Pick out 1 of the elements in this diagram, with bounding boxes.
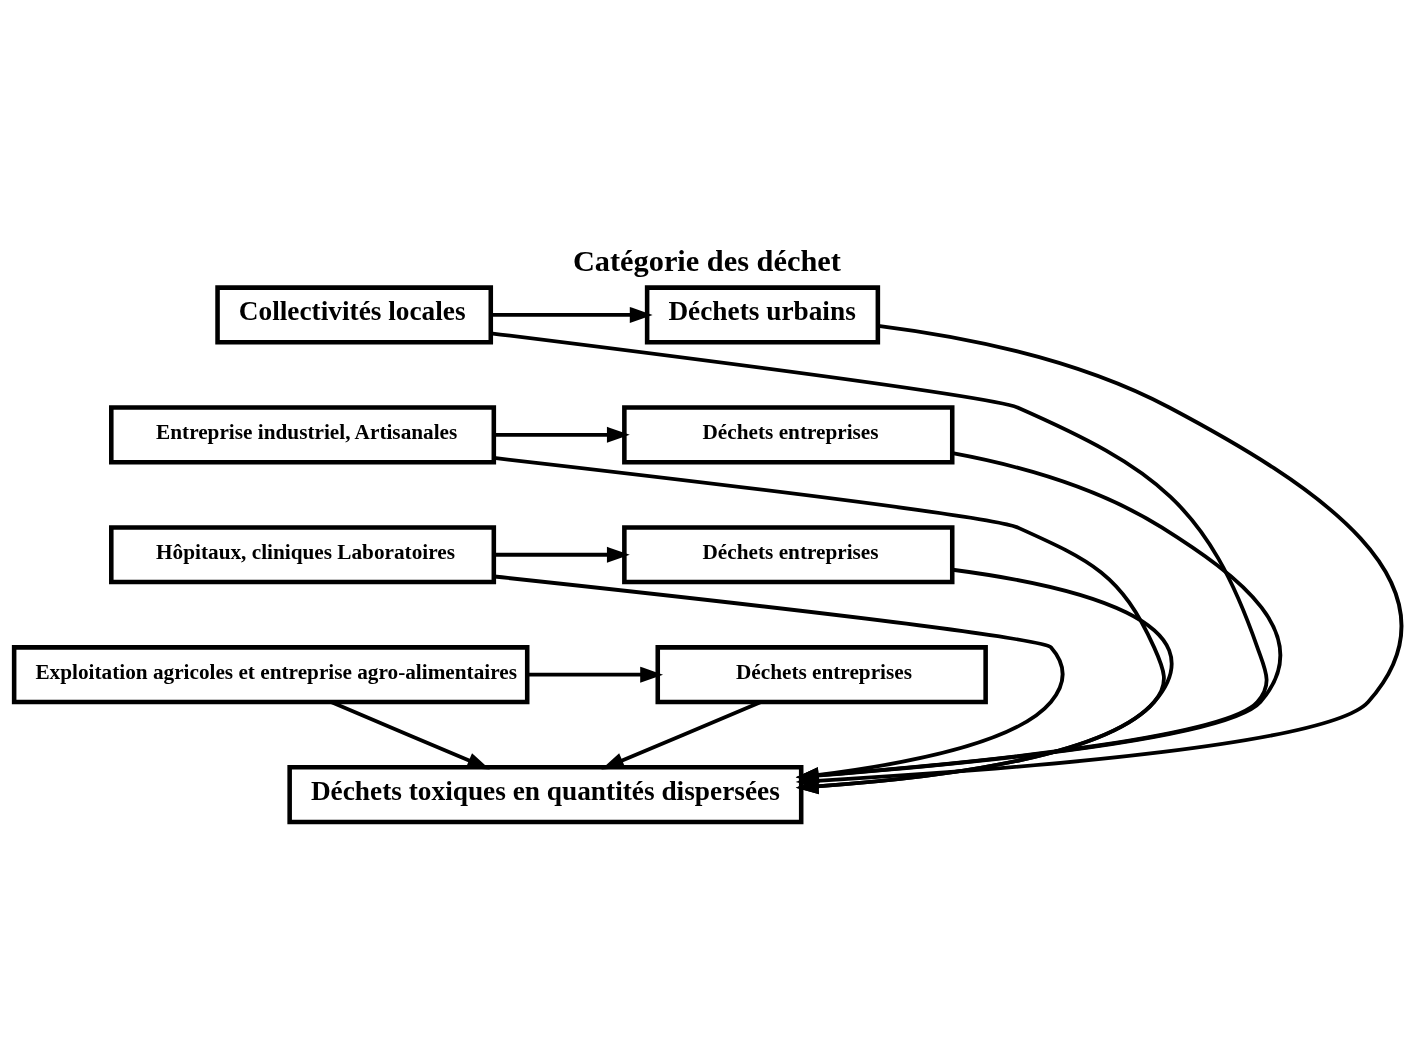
- diagram-title: Catégorie des déchet: [572, 243, 841, 278]
